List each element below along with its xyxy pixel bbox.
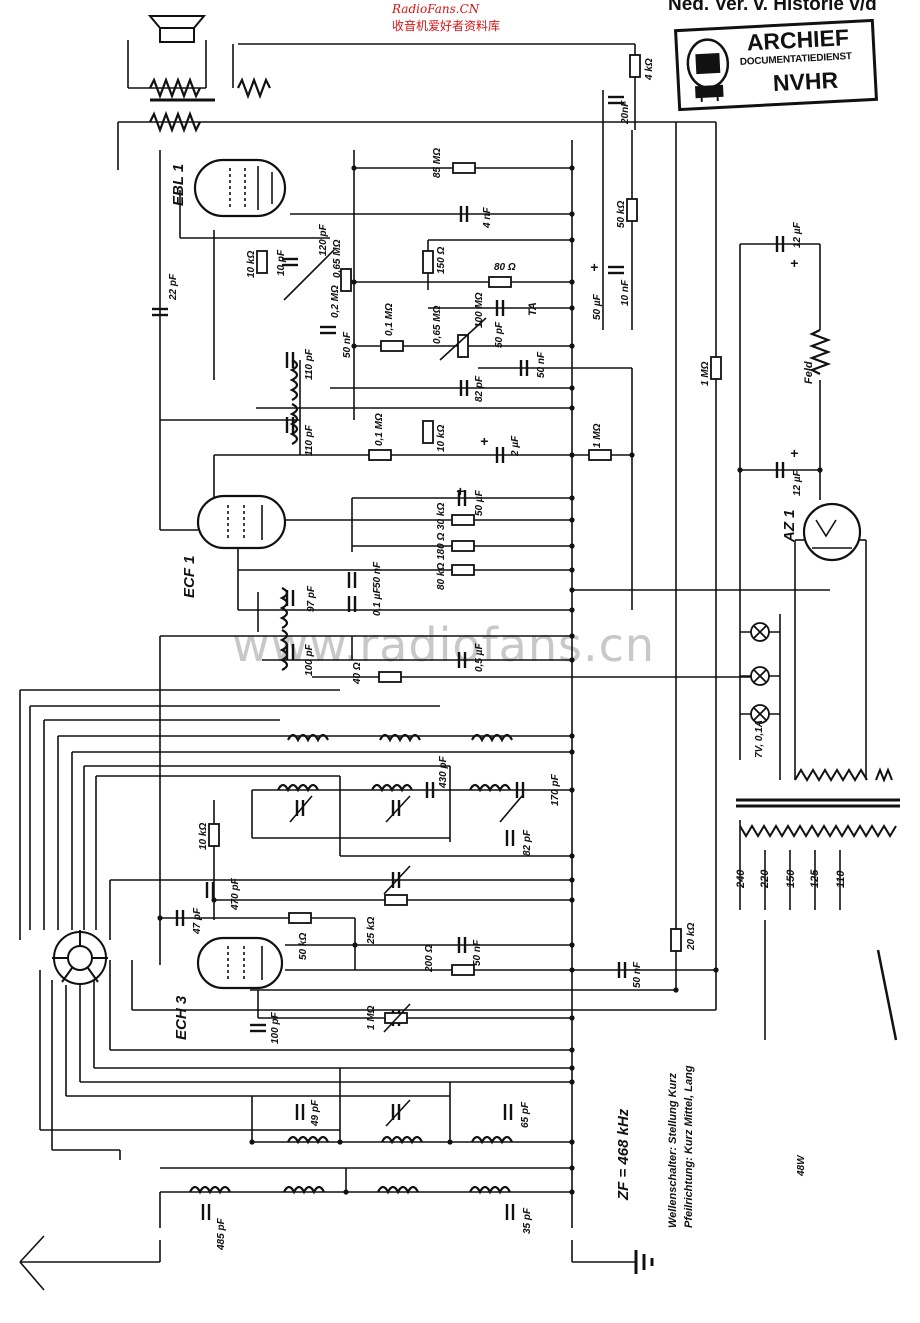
- label-r-1m-a: 1 MΩ: [700, 361, 711, 386]
- label-c-50uf-b: 50 µF: [474, 489, 485, 516]
- label-r-40: 40 Ω: [352, 662, 363, 685]
- label-c-50nf-e: 50 nF: [632, 961, 643, 988]
- tap-110: 110: [835, 870, 847, 888]
- label-r-10k-b: 10 kΩ: [436, 425, 447, 452]
- tube-ech3-label: ECH 3: [173, 995, 190, 1040]
- label-r-20k: 20 kΩ: [686, 923, 697, 951]
- label-r-01m-b: 0,1 MΩ: [374, 413, 385, 446]
- label-r-25k: 25 kΩ: [366, 917, 377, 945]
- label-c-100pf-a: 100 pF: [304, 643, 315, 676]
- label-r-50k: 50 kΩ: [616, 201, 627, 228]
- label-c-97pf: 97 pF: [306, 585, 317, 612]
- label-r-150: 150 Ω: [436, 247, 447, 274]
- label-c-470pf: 470 pF: [230, 877, 241, 911]
- label-c-50uf: 50 µF: [592, 293, 603, 320]
- watermark-site: RadioFans.CN: [392, 2, 480, 16]
- label-c-430pf: 430 pF: [438, 755, 449, 789]
- label-pot-065: 0,65 MΩ: [332, 239, 343, 278]
- lamp-rating: 7V, 0,1A: [754, 720, 765, 758]
- tube-az1-label: AZ 1: [781, 509, 798, 543]
- label-r-30k: 30 kΩ: [436, 503, 447, 530]
- tap-240: 240: [735, 869, 747, 889]
- header-text: Ned. Ver. v. Historie v/d: [668, 0, 877, 15]
- label-r-10k-c: 10 kΩ: [198, 823, 209, 850]
- pickup-label: TA: [527, 302, 539, 316]
- label-r-180: 180 Ω: [436, 533, 447, 560]
- label-r-80k: 80 kΩ: [436, 563, 447, 590]
- label-c-12uf-b: 12 µF: [792, 469, 803, 496]
- label-r-10k-a: 10 kΩ: [246, 251, 257, 278]
- tube-logo-icon: [686, 38, 730, 102]
- label-pot-065b: 0,65 MΩ: [432, 305, 443, 344]
- label-c-100pf-b: 100 pF: [270, 1011, 281, 1044]
- label-c-110pf-a: 110 pF: [304, 348, 315, 380]
- watermark-faint: www.radiofans.cn: [232, 618, 656, 672]
- tube-ebl1-label: EBL 1: [170, 164, 187, 206]
- label-c-12uf-a: 12 µF: [792, 221, 803, 248]
- label-r-1m-c: 1 MΩ: [366, 1005, 377, 1030]
- label-r-85m: 85 MΩ: [432, 148, 443, 178]
- archive-stamp: ARCHIEF DOCUMENTATIEDIENST NVHR: [673, 18, 879, 112]
- label-c-120pf: 120 pF: [318, 223, 329, 256]
- label-c-10nf: 10 nF: [620, 279, 631, 306]
- label-c-65pf: 65 pF: [520, 1101, 531, 1128]
- label-r-1m-b: 1 MΩ: [592, 423, 603, 448]
- if-frequency-label: ZF = 468 kHz: [615, 1108, 632, 1201]
- label-c-82pf-b: 82 pF: [522, 829, 533, 856]
- tube-ecf1-label: ECF 1: [181, 555, 198, 598]
- label-r-4k: 4 kΩ: [644, 58, 655, 81]
- label-c-170pf: 170 pF: [550, 773, 561, 806]
- svg-text:+: +: [456, 483, 464, 499]
- field-coil-label: Feld: [803, 361, 815, 384]
- svg-text:+: +: [790, 255, 798, 271]
- label-r-80: 80 Ω: [494, 262, 516, 273]
- label-c-110pf-b: 110 pF: [304, 424, 315, 456]
- label-c-2uf: 2 µF: [510, 435, 521, 457]
- label-c-50nf-a: 50 nF: [342, 331, 353, 358]
- label-r-100m: 100 MΩ: [474, 292, 485, 328]
- label-c-50pf: 50 pF: [494, 321, 505, 348]
- label-c-82pf: 82 pF: [474, 375, 485, 402]
- label-c-485pf: 485 pF: [216, 1217, 227, 1251]
- label-c-05uf: 0,5 µF: [474, 643, 485, 672]
- label-c-10pf: 10 pF: [276, 249, 287, 276]
- svg-text:+: +: [790, 445, 798, 461]
- tap-150: 150: [785, 869, 797, 888]
- switch-note-2: Pfeilrichtung: Kurz Mittel, Lang: [683, 1065, 695, 1228]
- watermark-site-chinese: 收音机爱好者资料库: [392, 19, 501, 33]
- label-c-20nf: 20nF: [620, 100, 631, 125]
- tap-125: 125: [809, 869, 821, 888]
- switch-note-1: Wellenschalter: Stellung Kurz: [667, 1072, 679, 1228]
- label-r-02m: 0,2 MΩ: [330, 285, 341, 318]
- label-c-35pf: 35 pF: [522, 1207, 533, 1234]
- power-rating: 48W: [796, 1154, 807, 1177]
- label-r-200: 200 Ω: [424, 945, 435, 973]
- tap-220: 220: [759, 869, 771, 889]
- label-c-4nf: 4 nF: [482, 207, 493, 229]
- label-c-22pf: 22 pF: [168, 273, 179, 301]
- label-r-50k-b: 50 kΩ: [298, 933, 309, 960]
- label-c-50nf-c: 50 nF: [372, 561, 383, 588]
- label-c-47pf: 47 pF: [192, 907, 203, 935]
- label-c-50nf-d: 50 nF: [472, 939, 483, 966]
- svg-text:+: +: [590, 259, 598, 275]
- label-r-01m-a: 0,1 MΩ: [384, 303, 395, 336]
- svg-text:+: +: [480, 433, 488, 449]
- label-c-01uf: 0,1 µF: [372, 587, 383, 616]
- label-c-49pf: 49 pF: [310, 1099, 321, 1127]
- label-c-50nf-b: 50 nF: [536, 351, 547, 378]
